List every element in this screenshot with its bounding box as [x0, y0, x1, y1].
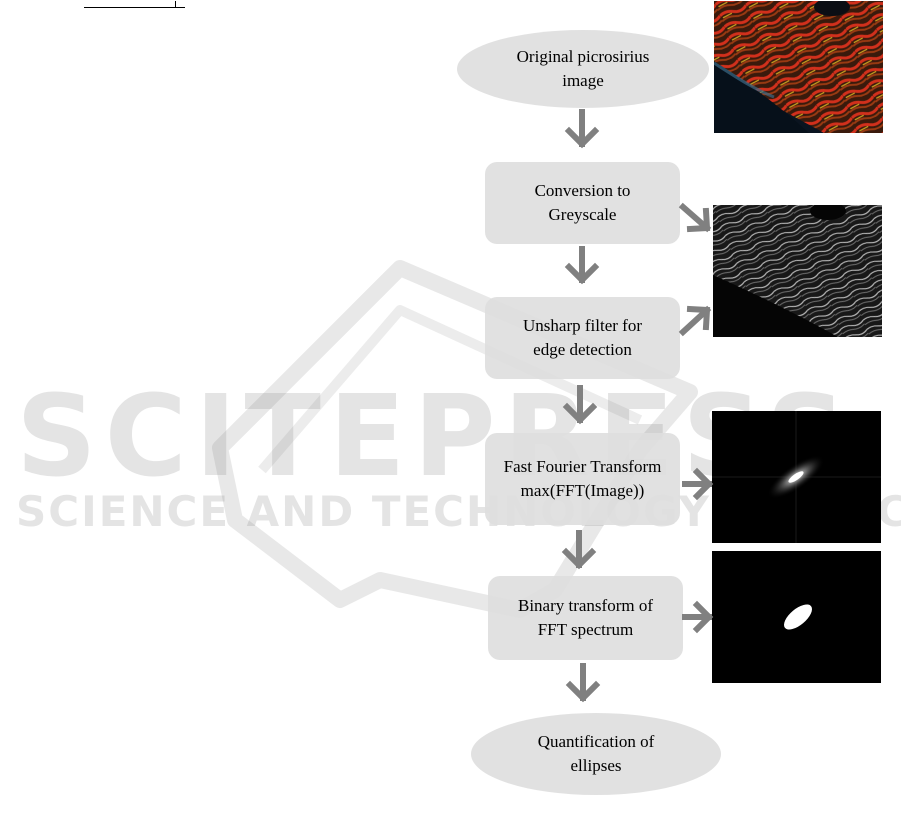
binary-fft-image — [712, 551, 881, 683]
flow-node-binary-label: Binary transform of FFT spectrum — [518, 594, 653, 642]
greyscale-image — [713, 205, 882, 337]
flow-node-start-label: Original picrosirius image — [517, 45, 650, 93]
picrosirius-image — [714, 1, 883, 133]
flow-node-end: Quantification of ellipses — [471, 713, 721, 795]
flow-node-greyscale-label: Conversion to Greyscale — [535, 179, 631, 227]
flow-node-fft: Fast Fourier Transform max(FFT(Image)) — [485, 433, 680, 525]
flow-node-greyscale: Conversion to Greyscale — [485, 162, 680, 244]
flow-node-binary-transform: Binary transform of FFT spectrum — [488, 576, 683, 660]
flow-node-unsharp-label: Unsharp filter for edge detection — [523, 314, 642, 362]
fft-spectrum-image — [712, 411, 881, 543]
flow-node-start: Original picrosirius image — [457, 30, 709, 108]
flow-node-end-label: Quantification of ellipses — [538, 730, 655, 778]
flow-node-fft-label: Fast Fourier Transform max(FFT(Image)) — [504, 455, 662, 503]
flow-node-unsharp-filter: Unsharp filter for edge detection — [485, 297, 680, 379]
